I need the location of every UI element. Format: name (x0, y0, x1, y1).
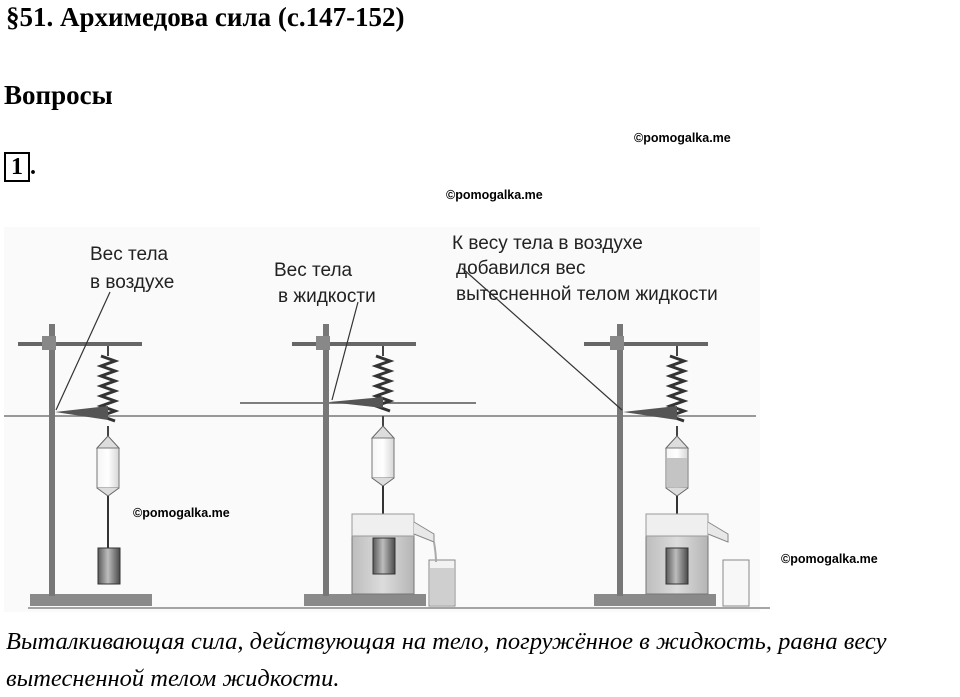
label-in-liquid-line2: в жидкости (278, 286, 376, 307)
section-heading: Вопросы (4, 80, 113, 110)
label-in-liquid-line1: Вес тела (274, 260, 353, 281)
watermark: ©pomogalka.me (781, 552, 878, 566)
label-in-air-line1: Вес тела (90, 244, 169, 265)
label-added-line2: добавился вес (456, 258, 585, 279)
question-number-box: 1 (4, 152, 30, 182)
label-added-line1: К весу тела в воздухе (452, 233, 643, 254)
apparatus-in-air (18, 324, 152, 606)
archimedes-experiment-figure: Вес тела в воздухе Вес тела в жидкости К… (4, 227, 770, 612)
watermark: ©pomogalka.me (446, 188, 543, 202)
watermark: ©pomogalka.me (634, 131, 731, 145)
apparatus-in-liquid (292, 324, 456, 607)
label-in-air-line2: в воздухе (90, 272, 174, 293)
page-title: §51. Архимедова сила (с.147-152) (6, 2, 405, 32)
pointer-in-liquid (331, 301, 359, 401)
pointer-in-air (55, 291, 111, 411)
label-added-line3: вытесненной телом жидкости (456, 284, 718, 305)
pointer-added (461, 267, 623, 411)
answer-text: Выталкивающая сила, действующая на тело,… (6, 628, 887, 692)
question-number-suffix: . (30, 154, 36, 180)
watermark: ©pomogalka.me (133, 506, 230, 520)
question-number: 1. (4, 152, 36, 182)
apparatus-restored (584, 324, 750, 607)
